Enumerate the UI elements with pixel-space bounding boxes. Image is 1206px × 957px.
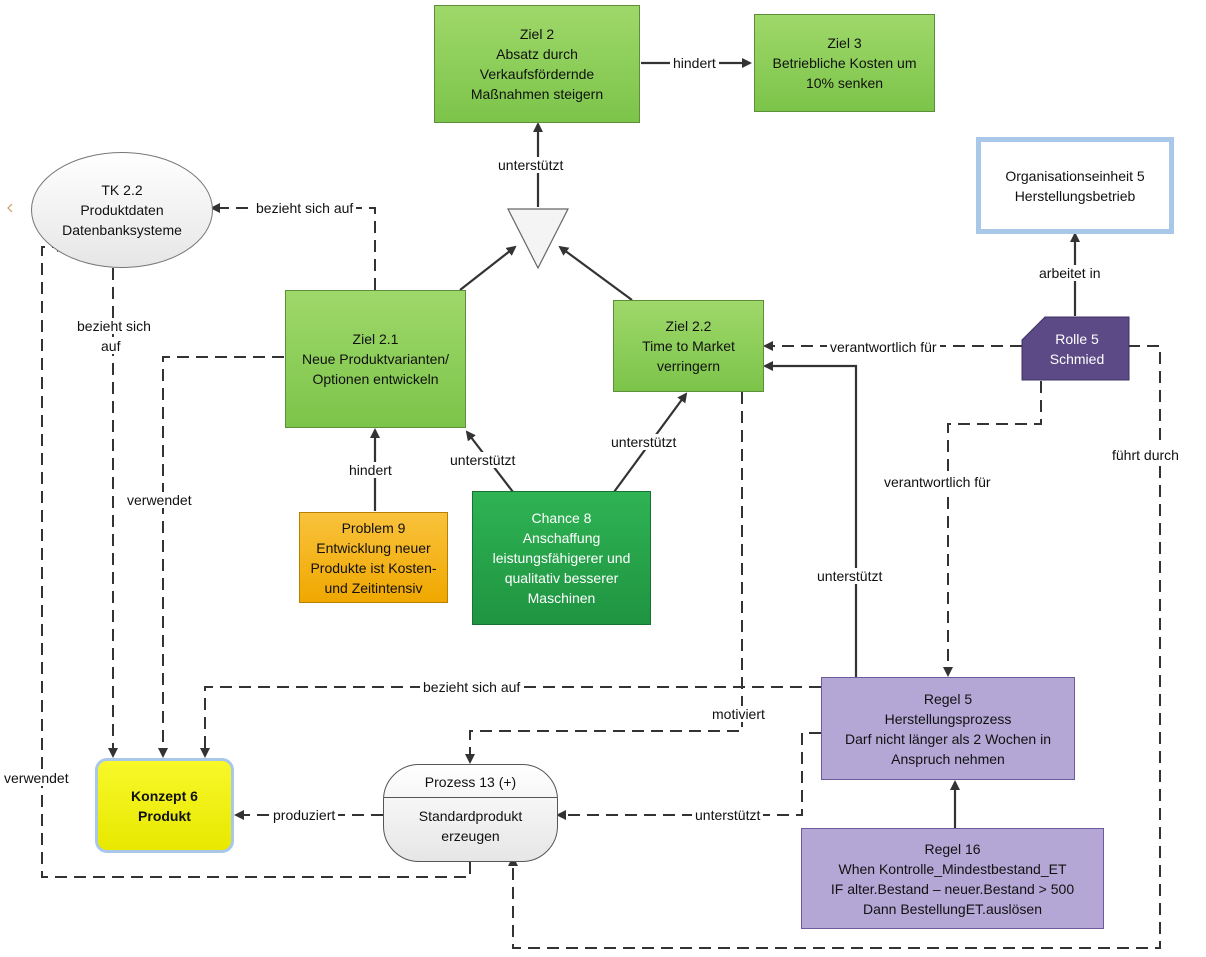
node-konzept-6-line-1: Konzept 6 bbox=[131, 787, 198, 804]
node-regel-5-line-1: Regel 5 bbox=[923, 690, 973, 707]
node-chance-8-line-2: Anschaffung bbox=[522, 530, 601, 546]
role-shape bbox=[1021, 316, 1130, 381]
node-ziel-3-line-1: Ziel 3 bbox=[827, 35, 862, 51]
node-tk-2-2-line-1: TK 2.2 bbox=[101, 182, 143, 198]
edge-ziel21-to-junction bbox=[459, 245, 517, 291]
node-ziel-2-line-2: Absatz durch bbox=[496, 46, 578, 62]
node-chance-8-line-3: leistungsfähigerer und bbox=[492, 550, 631, 566]
edge-artifact-mark bbox=[7, 203, 13, 213]
label-unterstuetzt-mid2: unterstützt bbox=[608, 434, 680, 450]
node-regel-5-line-4: Anspruch nehmen bbox=[891, 750, 1005, 767]
node-konzept-6[interactable]: Konzept 6 Produkt bbox=[95, 758, 234, 853]
node-ziel-2-1-line-2: Neue Produktvarianten/ bbox=[301, 351, 450, 367]
node-tk-2-2-line-3: Datenbanksysteme bbox=[62, 222, 182, 238]
label-arbeitet-in: arbeitet in bbox=[1036, 265, 1104, 281]
node-problem-9-line-3: Produkte ist Kosten- bbox=[310, 559, 437, 576]
node-problem-9-line-2: Entwicklung neuer bbox=[316, 539, 431, 556]
edge-ziel21-bezieht-tk22 bbox=[210, 203, 376, 290]
label-unterstuetzt-top: unterstützt bbox=[495, 157, 567, 173]
node-konzept-6-line-2: Produkt bbox=[138, 807, 191, 824]
node-chance-8[interactable]: Chance 8 Anschaffung leistungsfähigerer … bbox=[472, 491, 651, 625]
node-ziel-3[interactable]: Ziel 3 Betriebliche Kosten um 10% senken bbox=[754, 14, 935, 112]
label-fuehrt-durch: führt durch bbox=[1109, 447, 1182, 463]
node-regel-16-line-1: Regel 16 bbox=[924, 840, 981, 857]
node-ziel-2-line-3: Verkaufsfördernde bbox=[479, 66, 595, 82]
label-motiviert: motiviert bbox=[709, 706, 768, 722]
node-problem-9-line-1: Problem 9 bbox=[341, 519, 406, 536]
node-ziel-2-2-line-1: Ziel 2.2 bbox=[665, 318, 712, 334]
label-bezieht-left-1: bezieht sich bbox=[74, 318, 154, 334]
node-ziel-2-line-1: Ziel 2 bbox=[519, 26, 555, 42]
node-regel-16-line-2: When Kontrolle_Mindestbestand_ET bbox=[838, 860, 1067, 877]
node-regel-5-line-3: Darf nicht länger als 2 Wochen in bbox=[845, 730, 1051, 747]
node-problem-9-line-4: und Zeitintensiv bbox=[324, 579, 423, 596]
node-rolle-5[interactable]: Rolle 5 Schmied bbox=[1030, 318, 1124, 380]
edge-regel5-bezieht-konzept6 bbox=[200, 686, 821, 758]
node-ziel-3-line-2: Betriebliche Kosten um bbox=[772, 55, 917, 71]
node-regel-16[interactable]: Regel 16 When Kontrolle_Mindestbestand_E… bbox=[801, 828, 1104, 929]
label-unterstuetzt-bottom: unterstützt bbox=[692, 807, 764, 823]
edge-prozess13-verwendet-tk22 bbox=[41, 242, 471, 878]
label-hindert-top: hindert bbox=[670, 55, 719, 71]
node-prozess-13-body: Standardprodukt erzeugen bbox=[419, 798, 523, 846]
node-rolle-5-line-2: Schmied bbox=[1049, 351, 1105, 367]
node-tk-2-2[interactable]: TK 2.2 Produktdaten Datenbanksysteme bbox=[31, 152, 213, 268]
edge-regel5-unterstuetzt-prozess13 bbox=[556, 732, 821, 820]
node-org-5-line-1: Organisationseinheit 5 bbox=[1005, 167, 1145, 184]
label-bezieht-bottom: bezieht sich auf bbox=[420, 679, 524, 695]
node-ziel-2-line-4: Maßnahmen steigern bbox=[470, 86, 604, 102]
node-chance-8-line-1: Chance 8 bbox=[531, 510, 592, 526]
node-chance-8-line-4: qualitativ besserer bbox=[504, 570, 619, 586]
edge-ziel22-motiviert-prozess13 bbox=[465, 392, 743, 764]
label-unterstuetzt-mid1: unterstützt bbox=[447, 452, 519, 468]
node-problem-9[interactable]: Problem 9 Entwicklung neuer Produkte ist… bbox=[299, 512, 448, 603]
label-verwendet-2: verwendet bbox=[1, 770, 72, 786]
node-ziel-2-1-line-1: Ziel 2.1 bbox=[352, 331, 399, 347]
node-prozess-13-line-1: Standardprodukt bbox=[418, 808, 523, 824]
node-org-5-line-2: Herstellungsbetrieb bbox=[1014, 187, 1136, 204]
node-organisationseinheit-5[interactable]: Organisationseinheit 5 Herstellungsbetri… bbox=[976, 137, 1174, 234]
edge-ziel22-to-junction bbox=[558, 245, 633, 301]
label-verwendet-1: verwendet bbox=[124, 492, 195, 508]
edge-ziel21-verwendet-konzept6 bbox=[158, 356, 284, 758]
node-ziel-2-2-line-2: Time to Market bbox=[642, 338, 735, 354]
node-chance-8-line-5: Maschinen bbox=[527, 590, 596, 606]
label-bezieht-left-2: auf bbox=[98, 338, 124, 354]
label-produziert: produziert bbox=[270, 807, 339, 823]
edge-regel5-unterstuetzt-ziel22 bbox=[763, 361, 858, 677]
node-prozess-13-header: Prozess 13 (+) bbox=[384, 765, 557, 798]
node-rolle-5-line-1: Rolle 5 bbox=[1055, 331, 1099, 347]
node-ziel-2-1-line-3: Optionen entwickeln bbox=[312, 371, 439, 387]
label-bezieht-top: bezieht sich auf bbox=[253, 200, 357, 216]
label-verantwortlich-1: verantwortlich für bbox=[827, 339, 940, 355]
node-regel-5[interactable]: Regel 5 Herstellungsprozess Darf nicht l… bbox=[821, 677, 1075, 780]
node-prozess-13[interactable]: Prozess 13 (+) Standardprodukt erzeugen bbox=[383, 764, 558, 862]
node-regel-16-line-4: Dann BestellungET.auslösen bbox=[862, 900, 1042, 917]
label-unterstuetzt-right: unterstützt bbox=[814, 568, 886, 584]
node-ziel-2-2-line-3: verringern bbox=[656, 358, 721, 374]
node-ziel-2[interactable]: Ziel 2 Absatz durch Verkaufsfördernde Ma… bbox=[434, 5, 640, 123]
node-ziel-2-1[interactable]: Ziel 2.1 Neue Produktvarianten/ Optionen… bbox=[285, 290, 466, 428]
edge-rolle5-fuehrt-prozess13 bbox=[508, 345, 1161, 949]
and-junction-triangle bbox=[507, 208, 569, 270]
node-regel-5-line-2: Herstellungsprozess bbox=[884, 710, 1012, 727]
node-regel-16-line-3: IF alter.Bestand – neuer.Bestand > 500 bbox=[830, 880, 1075, 897]
label-hindert-mid: hindert bbox=[346, 462, 395, 478]
node-ziel-3-line-3: 10% senken bbox=[805, 75, 884, 91]
node-ziel-2-2[interactable]: Ziel 2.2 Time to Market verringern bbox=[613, 300, 764, 392]
edge-rolle5-verantwortlich-regel5 bbox=[943, 381, 1042, 677]
node-tk-2-2-line-2: Produktdaten bbox=[80, 202, 164, 218]
node-prozess-13-line-2: erzeugen bbox=[441, 828, 500, 844]
label-verantwortlich-2: verantwortlich für bbox=[881, 474, 994, 490]
